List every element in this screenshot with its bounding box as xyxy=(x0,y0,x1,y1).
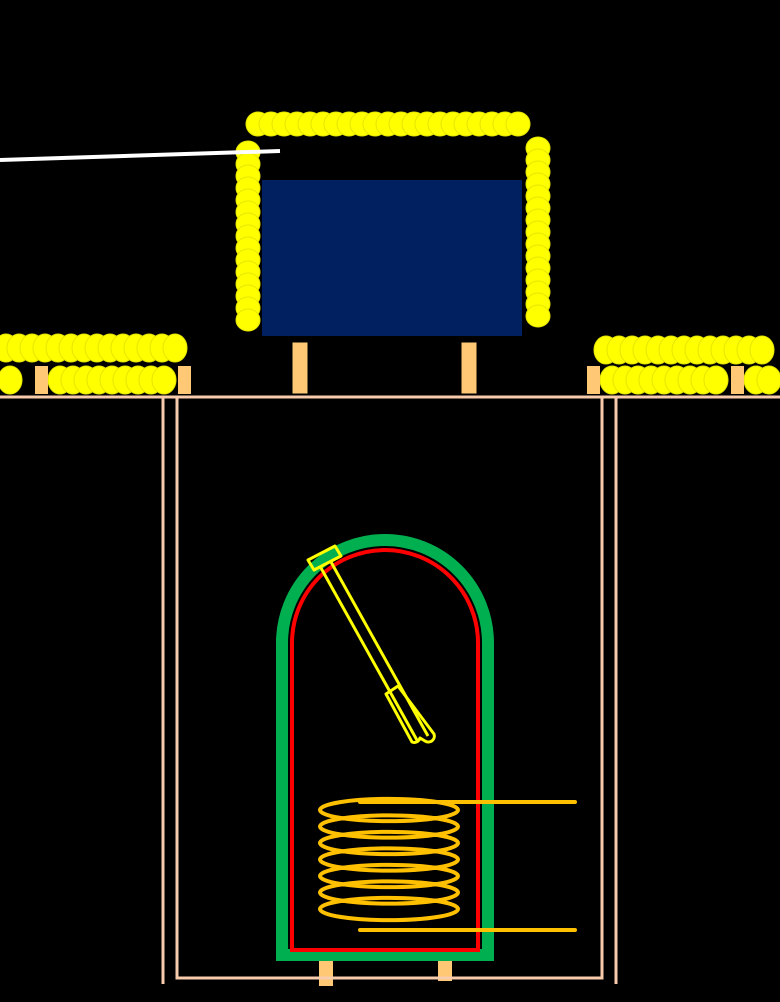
reservoir-support-right xyxy=(460,341,478,395)
insulation-segment xyxy=(703,365,729,395)
sensor-tip xyxy=(384,684,436,744)
tank-inner-shell xyxy=(290,548,480,952)
storage-tank xyxy=(276,534,494,961)
pit-inner-wall xyxy=(175,397,604,980)
reservoir-insulation xyxy=(235,111,551,332)
floor-insulation-right xyxy=(593,335,780,395)
tank-foot-left xyxy=(319,958,333,986)
water-volume xyxy=(262,180,522,336)
insulation-segment xyxy=(756,365,780,395)
temperature-sensor xyxy=(306,544,436,744)
pit-outer-wall xyxy=(161,397,618,984)
sensor-cap xyxy=(306,544,343,572)
floor-insulation-left xyxy=(0,333,188,395)
floor-spacer xyxy=(35,366,48,394)
insulation-segment xyxy=(749,335,775,365)
cellar-pit xyxy=(0,395,780,984)
insulation-segment xyxy=(162,333,188,363)
coil-windings xyxy=(318,796,577,932)
tank-foot-right xyxy=(438,955,452,981)
insulation-segment xyxy=(505,111,531,137)
floor-spacer xyxy=(178,366,191,394)
reservoir-support-left xyxy=(291,341,309,395)
insulation-segment xyxy=(0,365,23,395)
heat-exchanger-coil xyxy=(318,796,577,932)
floor-spacer xyxy=(587,366,600,394)
sensor-rod xyxy=(319,561,430,743)
insulation-segment xyxy=(525,304,551,328)
insulation-segment xyxy=(235,308,261,332)
feed-pipe xyxy=(0,149,281,162)
floor-spacer xyxy=(731,366,744,394)
insulation-segment xyxy=(151,365,177,395)
supports xyxy=(35,341,744,986)
tank-outer-shell xyxy=(276,534,494,961)
